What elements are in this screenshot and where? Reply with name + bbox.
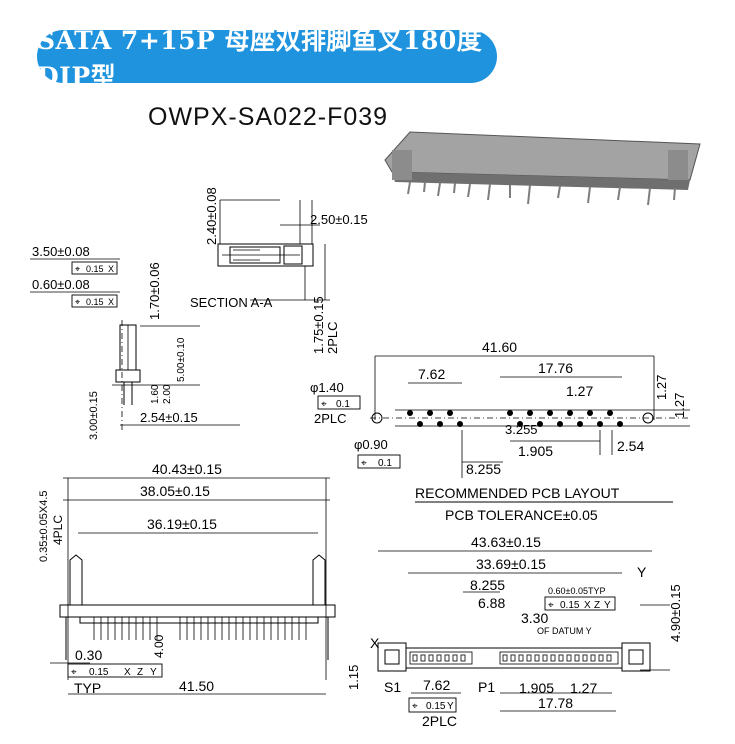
svg-text:Y: Y [604, 600, 611, 611]
section-label: SECTION A-A [190, 295, 273, 310]
dim-41-60: 41.60 [482, 339, 517, 355]
dim-4-00: 4.00 [152, 634, 166, 658]
tol-frame-phi-0-90 [357, 454, 401, 469]
side-view: 3.50±0.08 ⌖ 0.15 X 0.60±0.08 ⌖ 0.15 X 1.… [30, 244, 240, 440]
phi-0-90: φ0.90 [354, 437, 388, 452]
dim-3-50: 3.50±0.08 [32, 244, 90, 259]
tol-frame-0-60 [71, 294, 118, 308]
dim-4-90: 4.90±0.15 [668, 584, 683, 642]
tol-value: 0.1 [378, 458, 392, 469]
dim-2-54-pcb: 2.54 [617, 438, 644, 454]
s1-label: S1 [384, 679, 401, 695]
dim-7-62-bottom: 7.62 [423, 677, 450, 693]
dim-36-19: 36.19±0.15 [147, 516, 217, 532]
plc-4: 4PLC [51, 515, 65, 545]
p1-label: P1 [478, 679, 495, 695]
tol-value: 0.15 [86, 264, 104, 274]
pcb-caption: RECOMMENDED PCB LAYOUT [415, 485, 620, 501]
dim-2-50: 2.50±0.15 [310, 212, 368, 227]
dim-2-00: 2.00 [162, 384, 173, 404]
datum-y-label: Y [637, 564, 647, 580]
dim-17-76: 17.76 [538, 360, 573, 376]
svg-text:⌖: ⌖ [75, 264, 80, 274]
dim-7-62-pcb: 7.62 [418, 366, 445, 382]
tol-datum: X [108, 264, 114, 274]
dim-1-27-bottom: 1.27 [570, 680, 597, 696]
plc-2-bottom: 2PLC [422, 713, 457, 729]
tol-datum-z: Z [137, 667, 143, 678]
svg-text:⌖: ⌖ [412, 701, 418, 712]
dim-1-27-v1: 1.27 [654, 375, 669, 400]
dim-5-00: 5.00±0.10 [176, 337, 187, 382]
tol-frame-3-50 [71, 261, 118, 275]
dim-3-255: 3.255 [505, 422, 538, 437]
dim-6-88: 6.88 [478, 595, 505, 611]
front-view: 40.43±0.15 38.05±0.15 36.19±0.15 0.35±0.… [38, 461, 336, 696]
dim-1-905-pcb: 1.905 [518, 443, 553, 459]
dim-0-30: 0.30 [75, 647, 102, 663]
dim-1-70: 1.70±0.06 [147, 262, 162, 320]
section-a-a: 2.40±0.08 2.50±0.15 1.75±0.15 2PLC SECTI… [190, 187, 368, 354]
dim-41-50: 41.50 [179, 678, 214, 694]
of-datum-y: OF DATUM Y [537, 626, 592, 636]
svg-text:⌖: ⌖ [361, 458, 367, 469]
tol-frame-phi-1-40 [317, 395, 361, 410]
dim-3-30: 3.30 [521, 610, 548, 626]
dim-40-43: 40.43±0.15 [152, 461, 222, 477]
pcb-layout: 41.60 7.62 17.76 1.27 1.27 1.27 φ1.40 ⌖ … [310, 339, 690, 523]
svg-text:Y: Y [447, 701, 454, 712]
dim-0-60-typ: 0.60±0.05TYP [548, 586, 605, 596]
dim-38-05: 38.05±0.15 [140, 483, 210, 499]
tol-datum: X [108, 297, 114, 307]
dim-0-60: 0.60±0.08 [32, 277, 90, 292]
bottom-view: 43.63±0.15 33.69±0.15 Y 8.255 0.60±0.05T… [346, 534, 683, 729]
dim-8-255-bottom: 8.255 [470, 577, 505, 593]
tol-frame-2plc [408, 697, 457, 713]
pcb-tolerance: PCB TOLERANCE±0.05 [445, 507, 598, 523]
dim-8-255-pcb: 8.255 [466, 461, 501, 477]
dim-1-27-pcb: 1.27 [566, 383, 593, 399]
svg-text:⌖: ⌖ [321, 399, 327, 410]
tol-value: 0.15 [560, 600, 580, 611]
tol-value: 0.15 [426, 701, 446, 712]
plc-2-section: 2PLC [325, 321, 340, 354]
part-number: OWPX-SA022-F039 [148, 103, 389, 131]
dim-1-15: 1.15 [346, 665, 361, 690]
svg-text:⌖: ⌖ [75, 297, 80, 307]
tol-value: 0.15 [86, 297, 104, 307]
dim-1-60: 1.60 [150, 384, 161, 404]
phi-1-40: φ1.40 [310, 380, 344, 395]
title-text: SATA 7+15P 母座双排脚鱼叉180度DIP型 [37, 25, 483, 91]
tol-datum-x: X [124, 667, 131, 678]
svg-text:Z: Z [594, 600, 600, 611]
svg-text:⌖: ⌖ [71, 667, 77, 678]
dim-33-69: 33.69±0.15 [476, 556, 546, 572]
tol-frame-bottom [544, 596, 616, 611]
dim-1-75: 1.75±0.15 [311, 296, 326, 354]
dim-2-40: 2.40±0.08 [204, 187, 219, 245]
product-photo [384, 131, 701, 206]
title-banner: SATA 7+15P 母座双排脚鱼叉180度DIP型 [37, 26, 497, 91]
svg-text:X: X [584, 600, 591, 611]
tol-value: 0.15 [89, 667, 109, 678]
dim-2-54: 2.54±0.15 [140, 410, 198, 425]
datum-x-label: X [370, 635, 380, 651]
dim-1-905-bottom: 1.905 [519, 680, 554, 696]
dim-0-35: 0.35±0.05X4.5 [38, 491, 50, 562]
dim-17-78: 17.78 [538, 695, 573, 711]
tol-frame-front [67, 663, 163, 678]
dim-43-63: 43.63±0.15 [471, 534, 541, 550]
typ-label: TYP [74, 680, 101, 696]
tol-datum-y: Y [150, 667, 157, 678]
tol-value: 0.1 [336, 399, 350, 410]
plc-2-pcb: 2PLC [314, 411, 347, 426]
svg-text:⌖: ⌖ [548, 600, 554, 611]
dim-1-27-v2: 1.27 [672, 393, 687, 418]
dim-3-00: 3.00±0.15 [88, 391, 100, 440]
